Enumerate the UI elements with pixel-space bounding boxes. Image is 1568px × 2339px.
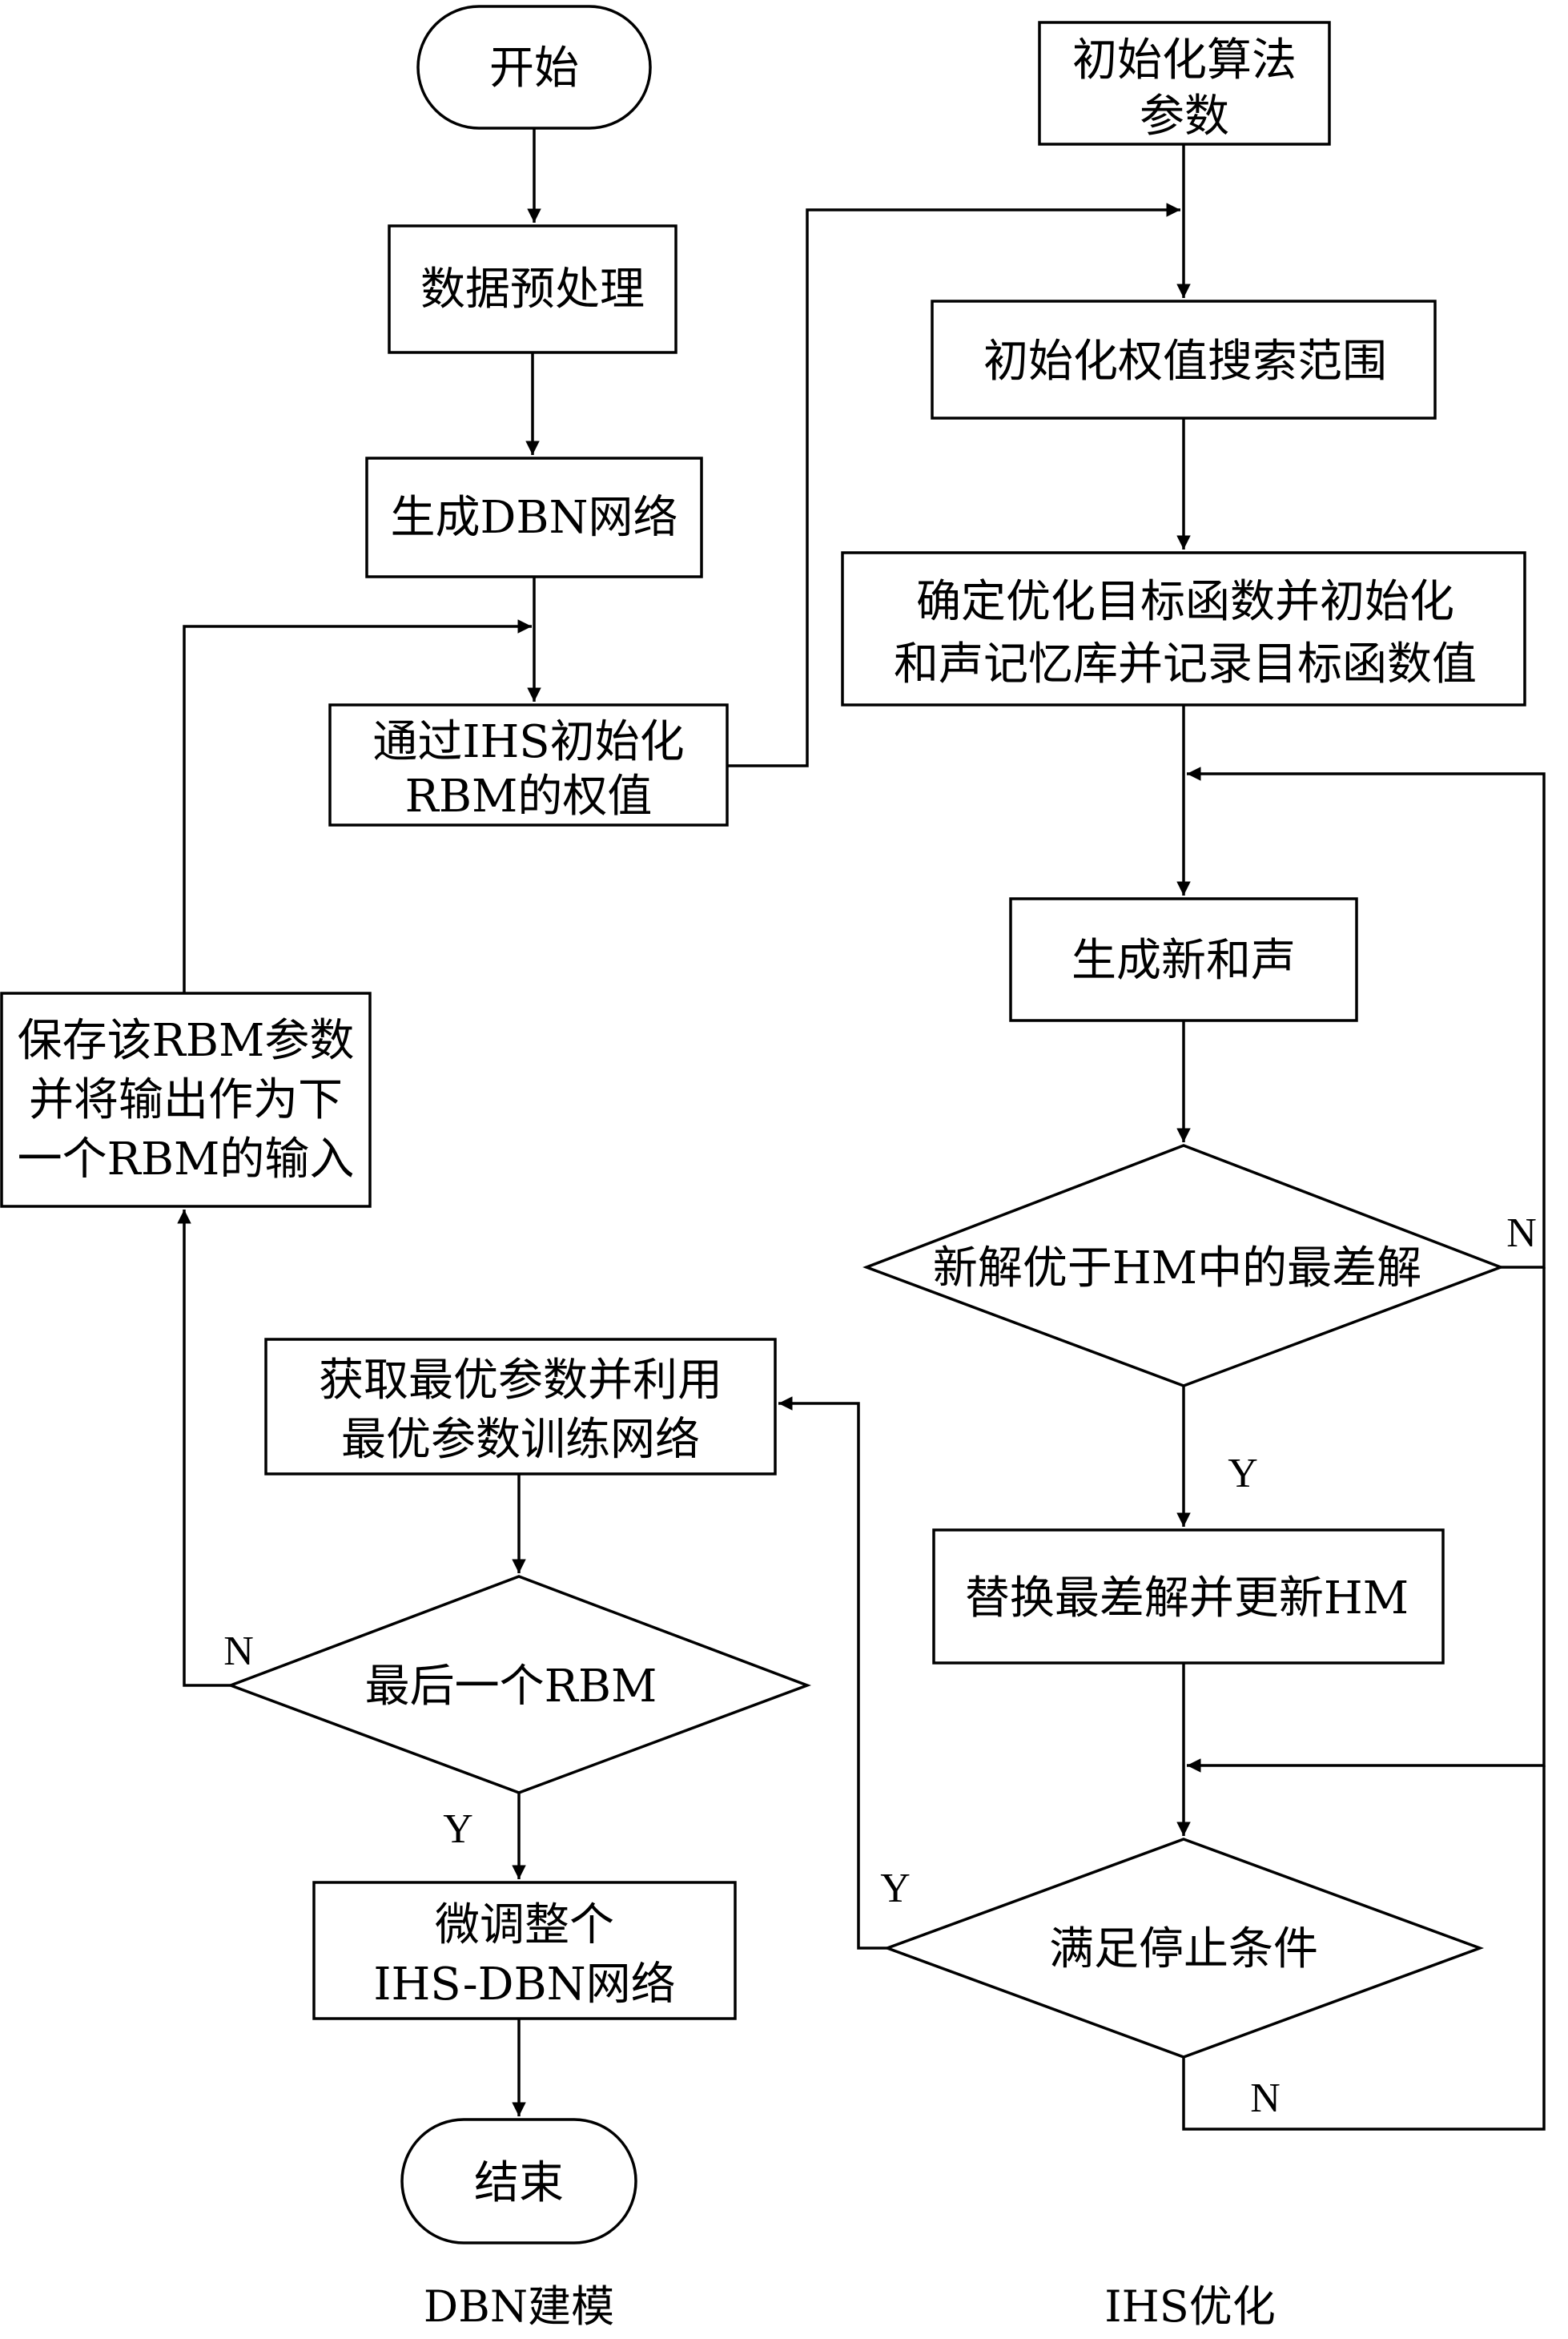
- get-best-box: 获取最优参数并利用 最优参数训练网络: [264, 1338, 777, 1475]
- init-rbm-box: 通过IHS初始化 RBM的权值: [328, 703, 729, 827]
- save-rbm-label-1: 保存该RBM参数: [18, 1015, 355, 1067]
- init-range-label: 初始化权值搜索范围: [983, 336, 1387, 388]
- init-rbm-label-2: RBM的权值: [405, 771, 653, 823]
- last-rbm-decision: 最后一个RBM: [227, 1575, 811, 1794]
- last-rbm-label: 最后一个RBM: [365, 1661, 657, 1713]
- arrow-stop-no-loop: [1182, 1765, 1546, 2131]
- new-harmony-box: 生成新和声: [1009, 897, 1358, 1022]
- better-no-label: N: [1506, 1210, 1537, 1256]
- start-label: 开始: [489, 42, 579, 95]
- better-decision: 新解优于HM中的最差解: [862, 1144, 1505, 1387]
- last-rbm-no-label: N: [223, 1628, 254, 1674]
- arrow-last-no-to-save: [177, 1210, 231, 1687]
- init-range-box: 初始化权值搜索范围: [931, 300, 1437, 420]
- end-terminal: 结束: [400, 2118, 637, 2244]
- arrow-stop-yes-best: [778, 1396, 887, 1950]
- get-best-label-2: 最优参数训练网络: [341, 1414, 700, 1466]
- init-rbm-label-1: 通过IHS初始化: [372, 716, 684, 768]
- stop-no-label: N: [1250, 2075, 1281, 2121]
- init-params-label-2: 参数: [1140, 91, 1229, 143]
- stop-label: 满足停止条件: [1049, 1923, 1318, 1975]
- better-label: 新解优于HM中的最差解: [933, 1242, 1421, 1294]
- arrow-save-loop-back: [183, 619, 532, 993]
- dbn-caption: DBN建模: [424, 2281, 614, 2332]
- end-label: 结束: [474, 2157, 564, 2209]
- save-rbm-label-3: 一个RBM的输入: [18, 1133, 355, 1186]
- finetune-box: 微调整个 IHS-DBN网络: [312, 1881, 737, 2020]
- preprocess-box: 数据预处理: [388, 224, 677, 354]
- arrow-init-rbm-to-ihs: [727, 203, 1180, 767]
- init-params-box: 初始化算法 参数: [1038, 21, 1331, 146]
- finetune-label-1: 微调整个: [435, 1899, 614, 1951]
- init-params-label-1: 初始化算法: [1072, 34, 1297, 87]
- replace-label: 替换最差解并更新HM: [965, 1572, 1409, 1624]
- arrow-better-no-loop: [1187, 767, 1546, 1269]
- preprocess-label: 数据预处理: [420, 264, 645, 316]
- determine-label-2: 和声记忆库并记录目标函数值: [894, 638, 1477, 690]
- ihs-caption: IHS优化: [1104, 2281, 1275, 2332]
- generate-dbn-label: 生成DBN网络: [390, 492, 677, 544]
- get-best-label-1: 获取最优参数并利用: [319, 1355, 722, 1407]
- finetune-label-2: IHS-DBN网络: [373, 1959, 675, 2011]
- replace-worst-box: 替换最差解并更新HM: [932, 1528, 1445, 1665]
- new-harmony-label: 生成新和声: [1071, 935, 1296, 987]
- save-rbm-box: 保存该RBM参数 并将输出作为下 一个RBM的输入: [0, 992, 372, 1208]
- better-yes-label: Y: [1228, 1451, 1258, 1496]
- last-rbm-yes-label: Y: [443, 1806, 473, 1852]
- generate-dbn-box: 生成DBN网络: [365, 457, 703, 578]
- stop-yes-label: Y: [880, 1866, 911, 1911]
- start-terminal: 开始: [416, 5, 652, 130]
- determine-objective-box: 确定优化目标函数并初始化 和声记忆库并记录目标函数值: [841, 551, 1526, 707]
- stop-decision: 满足停止条件: [883, 1838, 1485, 2059]
- determine-label-1: 确定优化目标函数并初始化: [916, 576, 1454, 628]
- save-rbm-label-2: 并将输出作为下: [29, 1074, 343, 1126]
